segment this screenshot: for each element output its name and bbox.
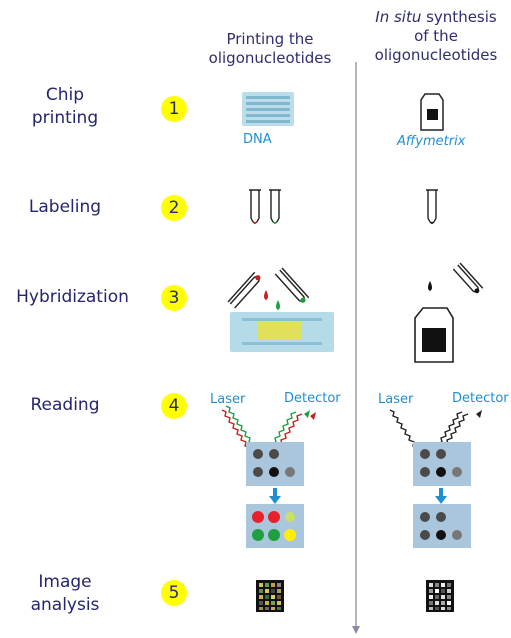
- step-1-line2: printing: [31, 108, 99, 128]
- insitu-header-line3: oligonucleotides: [374, 46, 498, 64]
- step-1-line1: Chip: [45, 85, 85, 105]
- detector-label-right: Detector: [452, 391, 509, 406]
- insitu-chip-icon: [414, 307, 454, 363]
- step-3-label: Hybridization: [0, 286, 145, 309]
- reading-chip-left: [246, 442, 304, 486]
- image-analysis-grid-right: [426, 580, 454, 612]
- printing-column-header: Printing the oligonucleotides: [205, 30, 335, 68]
- labeling-tubes-icon: [249, 189, 281, 224]
- insitu-rest: synthesis: [421, 8, 497, 26]
- step-5-line1: Image: [38, 572, 92, 592]
- insitu-header-line2: of the: [414, 27, 458, 45]
- down-arrow-left: [269, 488, 281, 504]
- laser-label-right: Laser: [378, 392, 414, 407]
- step-2-label: Labeling: [10, 196, 120, 219]
- result-chip-left: [246, 504, 304, 548]
- step-5-label: Image analysis: [10, 571, 120, 617]
- step-5-badge: 5: [161, 580, 187, 606]
- step-4-label: Reading: [10, 394, 120, 417]
- affymetrix-chip-icon: [420, 93, 444, 131]
- insitu-column-header: In situ synthesis of the oligonucleotide…: [362, 8, 510, 65]
- reading-chip-right: [413, 442, 471, 486]
- labeling-tube-icon: [426, 189, 438, 224]
- insitu-header-line1: In situ synthesis: [362, 8, 510, 27]
- step-5-line2: analysis: [30, 595, 100, 615]
- image-analysis-grid-left: [256, 580, 284, 612]
- dna-label: DNA: [243, 132, 272, 147]
- hybridization-chip-icon: [230, 312, 334, 352]
- result-chip-right: [413, 504, 471, 548]
- dna-chip-icon: [242, 92, 294, 126]
- step-2-badge: 2: [161, 195, 187, 221]
- step-4-badge: 4: [161, 393, 187, 419]
- hybridization-tubes-icon: [227, 267, 310, 310]
- step-1-label: Chip printing: [10, 84, 120, 130]
- printing-header-line1: Printing the: [226, 30, 314, 48]
- affymetrix-label: Affymetrix: [397, 134, 466, 149]
- step-1-badge: 1: [161, 96, 187, 122]
- detector-label-left: Detector: [284, 391, 341, 406]
- step-3-badge: 3: [161, 285, 187, 311]
- printing-header-line2: oligonucleotides: [208, 49, 332, 67]
- step-3-line1: Hybridization: [16, 287, 129, 307]
- step-2-line1: Labeling: [28, 197, 102, 217]
- down-arrow-right: [435, 488, 447, 504]
- insitu-italic: In situ: [375, 8, 422, 26]
- laser-label-left: Laser: [210, 392, 246, 407]
- insitu-hybridization-icon: [428, 262, 484, 294]
- step-4-line1: Reading: [30, 395, 100, 415]
